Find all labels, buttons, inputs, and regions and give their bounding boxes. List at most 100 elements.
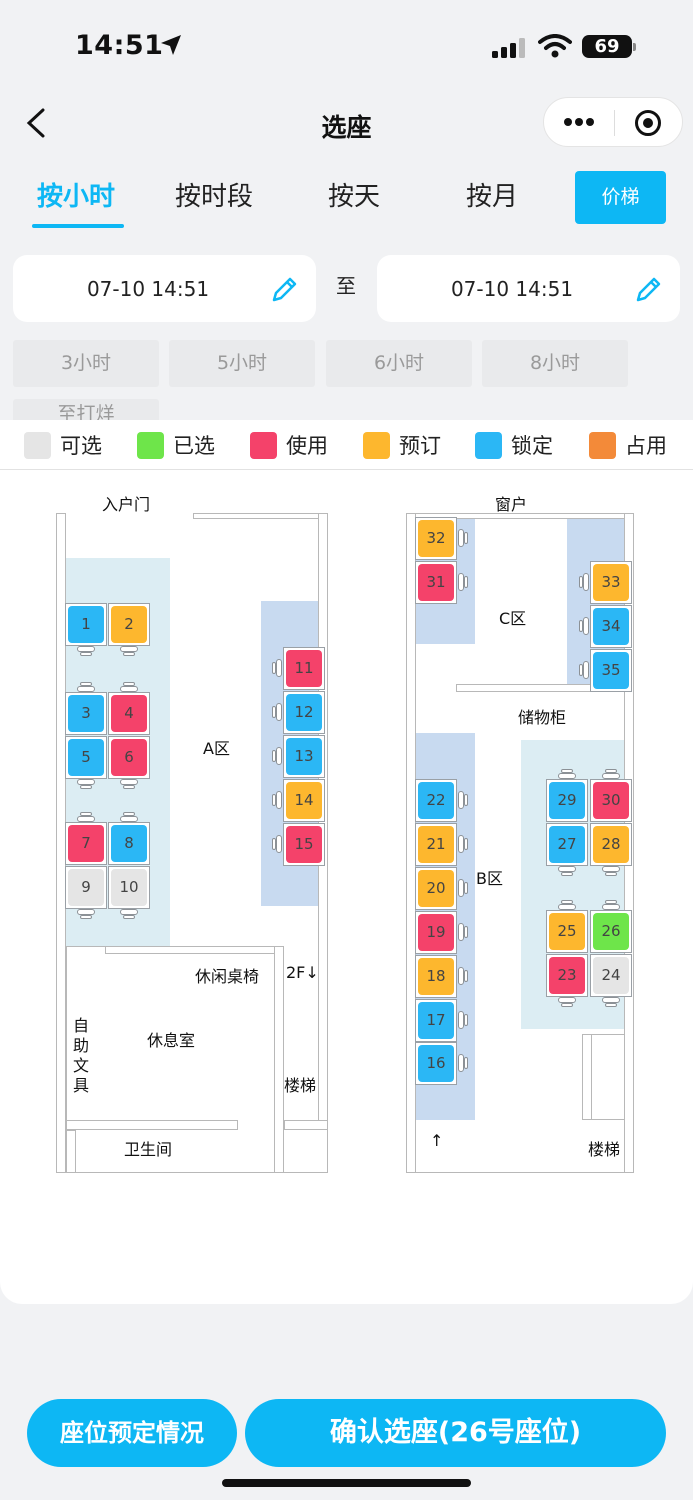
back-chevron-icon[interactable] bbox=[25, 108, 47, 138]
chair-icon bbox=[123, 915, 135, 919]
lounge-label: 休闲桌椅 bbox=[195, 967, 260, 986]
chair-icon bbox=[602, 866, 620, 872]
chair-icon bbox=[458, 1054, 464, 1072]
chair-icon bbox=[579, 620, 583, 632]
chair-icon bbox=[605, 872, 617, 876]
seat-18[interactable]: 18 bbox=[418, 958, 454, 995]
seat-29[interactable]: 29 bbox=[549, 782, 585, 819]
chair-icon bbox=[583, 573, 589, 591]
chair-icon bbox=[602, 997, 620, 1003]
seat-27[interactable]: 27 bbox=[549, 826, 585, 863]
chair-icon bbox=[464, 1057, 468, 1069]
seat-22[interactable]: 22 bbox=[418, 782, 454, 819]
tab-by-hour[interactable]: 按小时 bbox=[37, 182, 116, 212]
seat-10[interactable]: 10 bbox=[111, 869, 147, 906]
tab-by-period[interactable]: 按时段 bbox=[175, 182, 254, 212]
location-arrow-icon bbox=[161, 35, 181, 55]
seat-15[interactable]: 15 bbox=[286, 826, 322, 863]
seat-2[interactable]: 2 bbox=[111, 606, 147, 643]
close-target-icon[interactable] bbox=[634, 109, 662, 137]
duration-6h[interactable]: 6小时 bbox=[326, 340, 472, 387]
duration-until-close[interactable]: 至打烊 bbox=[13, 399, 159, 420]
stairs-right-label: 楼梯 bbox=[588, 1140, 621, 1159]
legend-swatch bbox=[24, 431, 51, 459]
reservation-status-button[interactable]: 座位预定情况 bbox=[27, 1399, 237, 1467]
status-time: 14:51 bbox=[75, 30, 164, 61]
seat-21[interactable]: 21 bbox=[418, 826, 454, 863]
restroom-top-wall bbox=[66, 1120, 238, 1130]
chair-icon bbox=[558, 773, 576, 779]
chair-icon bbox=[77, 816, 95, 822]
seat-12[interactable]: 12 bbox=[286, 694, 322, 731]
chair-icon bbox=[605, 1003, 617, 1007]
chair-icon bbox=[272, 706, 276, 718]
seat-26[interactable]: 26 bbox=[593, 913, 629, 950]
rest-room-area bbox=[66, 946, 284, 1173]
chair-icon bbox=[464, 1014, 468, 1026]
seat-14[interactable]: 14 bbox=[286, 782, 322, 819]
chair-icon bbox=[120, 779, 138, 785]
seat-31[interactable]: 31 bbox=[418, 564, 454, 601]
duration-8h[interactable]: 8小时 bbox=[482, 340, 628, 387]
seat-6[interactable]: 6 bbox=[111, 739, 147, 776]
more-dots-icon[interactable] bbox=[563, 117, 595, 127]
seat-8[interactable]: 8 bbox=[111, 825, 147, 862]
seat-33[interactable]: 33 bbox=[593, 564, 629, 601]
seat-11[interactable]: 11 bbox=[286, 650, 322, 687]
seat-23[interactable]: 23 bbox=[549, 957, 585, 994]
floor-label: 2F↓ bbox=[286, 963, 319, 982]
chair-icon bbox=[77, 686, 95, 692]
seat-3[interactable]: 3 bbox=[68, 695, 104, 732]
seat-1[interactable]: 1 bbox=[68, 606, 104, 643]
chair-icon bbox=[276, 835, 282, 853]
chair-icon bbox=[458, 879, 464, 897]
chair-icon bbox=[276, 791, 282, 809]
chair-icon bbox=[272, 750, 276, 762]
duration-3h[interactable]: 3小时 bbox=[13, 340, 159, 387]
seat-28[interactable]: 28 bbox=[593, 826, 629, 863]
seat-30[interactable]: 30 bbox=[593, 782, 629, 819]
chair-icon bbox=[561, 900, 573, 904]
tab-by-day[interactable]: 按天 bbox=[328, 182, 381, 212]
seat-17[interactable]: 17 bbox=[418, 1002, 454, 1039]
chair-icon bbox=[464, 532, 468, 544]
end-time-field[interactable]: 07-10 14:51 bbox=[377, 255, 680, 322]
seat-5[interactable]: 5 bbox=[68, 739, 104, 776]
seat-20[interactable]: 20 bbox=[418, 870, 454, 907]
chair-icon bbox=[605, 769, 617, 773]
chair-icon bbox=[558, 866, 576, 872]
seat-9[interactable]: 9 bbox=[68, 869, 104, 906]
zone-a-label: A区 bbox=[203, 739, 230, 758]
chair-icon bbox=[123, 812, 135, 816]
chair-icon bbox=[120, 816, 138, 822]
to-label: 至 bbox=[336, 274, 356, 298]
seat-16[interactable]: 16 bbox=[418, 1045, 454, 1082]
duration-5h[interactable]: 5小时 bbox=[169, 340, 315, 387]
chair-icon bbox=[77, 646, 95, 652]
edit-pencil-icon[interactable] bbox=[270, 274, 300, 304]
price-ladder-button[interactable]: 价梯 bbox=[575, 171, 666, 224]
seat-32[interactable]: 32 bbox=[418, 520, 454, 557]
chair-icon bbox=[276, 659, 282, 677]
chair-icon bbox=[558, 997, 576, 1003]
seat-19[interactable]: 19 bbox=[418, 914, 454, 951]
chair-icon bbox=[272, 794, 276, 806]
seat-34[interactable]: 34 bbox=[593, 608, 629, 645]
edit-pencil-icon[interactable] bbox=[634, 274, 664, 304]
legend-swatch bbox=[137, 431, 164, 459]
seat-35[interactable]: 35 bbox=[593, 652, 629, 689]
self-service-label: 自助文具 bbox=[72, 1016, 89, 1095]
confirm-seat-button[interactable]: 确认选座(26号座位) bbox=[245, 1399, 666, 1467]
seat-4[interactable]: 4 bbox=[111, 695, 147, 732]
seat-24[interactable]: 24 bbox=[593, 957, 629, 994]
seat-7[interactable]: 7 bbox=[68, 825, 104, 862]
chair-icon bbox=[123, 652, 135, 656]
tab-by-month[interactable]: 按月 bbox=[466, 182, 519, 212]
chair-icon bbox=[464, 970, 468, 982]
seat-13[interactable]: 13 bbox=[286, 738, 322, 775]
start-time-field[interactable]: 07-10 14:51 bbox=[13, 255, 316, 322]
chair-icon bbox=[276, 747, 282, 765]
legend-occupied: 占用 bbox=[589, 430, 667, 460]
chair-icon bbox=[558, 904, 576, 910]
seat-25[interactable]: 25 bbox=[549, 913, 585, 950]
